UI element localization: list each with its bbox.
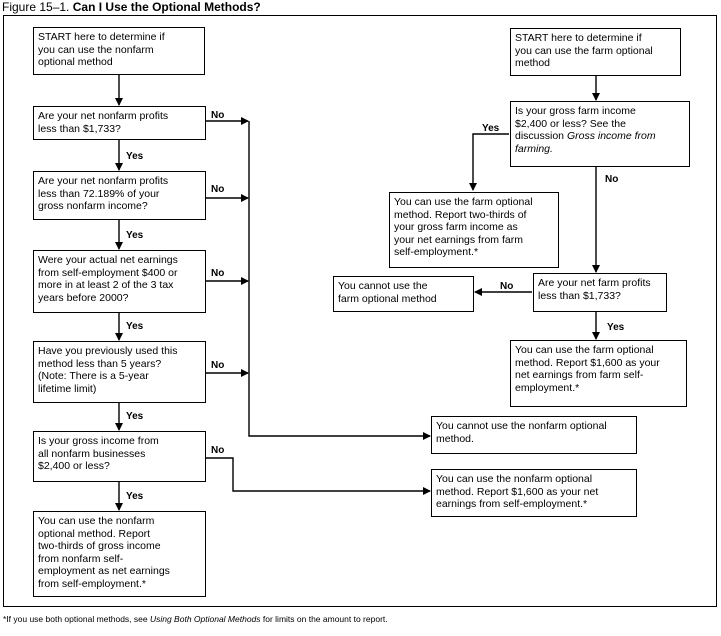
farm-question-gross-text: Is your gross farm income $2,400 or less…: [515, 105, 636, 142]
farm-question-gross-reference: Gross income from farming.: [515, 130, 656, 155]
footnote: *If you use both optional methods, see U…: [3, 614, 388, 624]
farm-q1-yes-label: Yes: [482, 123, 500, 134]
connector-farm-q1-yes: [469, 133, 509, 191]
nonfarm-question-years-box: Have you previously used this method les…: [33, 341, 206, 403]
footnote-text-end: for limits on the amount to report.: [260, 614, 388, 624]
farm-question-gross-box: Is your gross farm income $2,400 or less…: [510, 101, 690, 167]
nonfarm-result-1600-box: You can use the nonfarm optional method.…: [431, 469, 637, 517]
connector-q5-no: [206, 457, 431, 495]
nonfarm-start-box: START here to determine if you can use t…: [33, 27, 205, 75]
farm-question-profits-box: Are your net farm profits less than $1,7…: [533, 273, 667, 312]
figure-title: Figure 15–1. Can I Use the Optional Meth…: [2, 0, 261, 14]
nonfarm-q2-yes-label: Yes: [126, 230, 144, 241]
farm-result-twothirds-box: You can use the farm optional method. Re…: [389, 192, 559, 268]
nonfarm-question-profits-box: Are your net nonfarm profits less than $…: [33, 106, 206, 140]
nonfarm-q4-no-label: No: [211, 360, 225, 371]
nonfarm-q3-no-label: No: [211, 268, 225, 279]
nonfarm-q5-no-label: No: [211, 445, 225, 456]
flowchart-frame: [3, 15, 717, 607]
nonfarm-question-earnings-box: Were your actual net earnings from self-…: [33, 250, 206, 313]
nonfarm-q2-no-label: No: [211, 184, 225, 195]
figure-number: Figure 15–1.: [2, 0, 70, 14]
nonfarm-q5-yes-label: Yes: [126, 491, 144, 502]
nonfarm-q1-no-label: No: [211, 110, 225, 121]
nonfarm-q4-yes-label: Yes: [126, 411, 144, 422]
farm-q2-no-label: No: [500, 281, 514, 292]
farm-start-box: START here to determine if you can use t…: [510, 28, 681, 76]
footnote-reference: Using Both Optional Methods: [149, 614, 261, 624]
nonfarm-result-cannot-box: You cannot use the nonfarm optional meth…: [431, 416, 637, 454]
farm-result-1600-box: You can use the farm optional method. Re…: [510, 340, 687, 407]
footnote-text: *If you use both optional methods, see: [3, 614, 150, 624]
connector-no-collector: [248, 121, 431, 440]
figure-heading: Can I Use the Optional Methods?: [72, 0, 261, 14]
farm-result-cannot-box: You cannot use the farm optional method: [333, 276, 474, 312]
nonfarm-q3-yes-label: Yes: [126, 321, 144, 332]
farm-q2-yes-label: Yes: [607, 322, 625, 333]
nonfarm-q1-yes-label: Yes: [126, 151, 144, 162]
nonfarm-result-twothirds-box: You can use the nonfarm optional method.…: [33, 511, 206, 597]
nonfarm-question-gross-box: Is your gross income from all nonfarm bu…: [33, 431, 206, 482]
nonfarm-question-percent-box: Are your net nonfarm profits less than 7…: [33, 171, 206, 220]
farm-q1-no-label: No: [605, 174, 619, 185]
